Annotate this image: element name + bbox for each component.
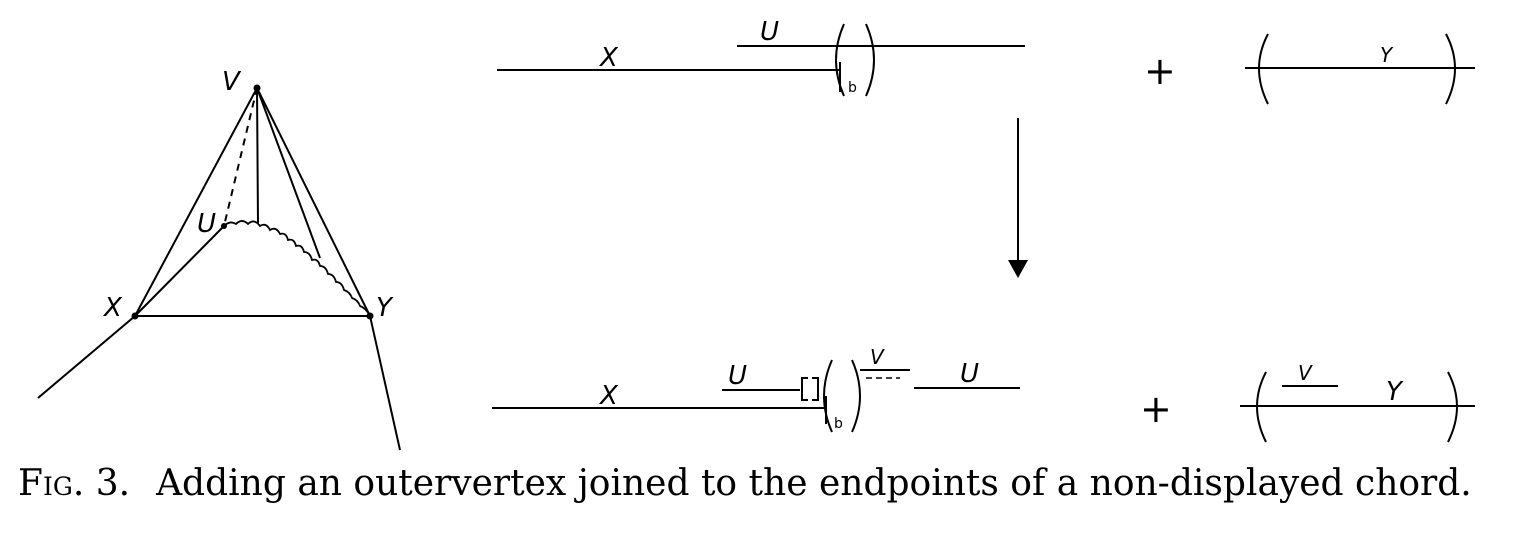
edge-x-outer xyxy=(37,315,136,399)
graph-drawing xyxy=(37,87,401,451)
bottom-right-left-paren xyxy=(1256,371,1267,443)
edge-v-y xyxy=(256,87,371,317)
label-y: Y xyxy=(376,293,394,323)
graph-vertices xyxy=(131,84,374,320)
bottom-v-label: V xyxy=(870,345,885,369)
bottom-u-label: U xyxy=(728,361,747,391)
top-x-label: X xyxy=(598,43,619,73)
bottom-x-label: X xyxy=(598,381,619,411)
caption-text: Adding an outervertex joined to the endp… xyxy=(156,463,1472,504)
bottom-right-y-label: Y xyxy=(1386,377,1404,407)
bottom-right-paren xyxy=(851,359,861,433)
label-x: X xyxy=(102,293,123,323)
vertex-x xyxy=(131,312,139,320)
bottom-left-bracket xyxy=(801,377,808,401)
edge-v-u-dashed xyxy=(223,87,258,227)
bottom-u2-label: U xyxy=(960,359,979,389)
label-v: V xyxy=(222,67,242,97)
edge-v-x xyxy=(134,87,258,317)
top-b-label: b xyxy=(848,80,857,96)
down-arrow xyxy=(1008,118,1028,278)
bottom-left-scheme xyxy=(492,359,1020,433)
top-plus: + xyxy=(1144,49,1176,93)
edge-v-inner xyxy=(256,87,259,225)
top-right-left-paren xyxy=(1258,33,1269,105)
bottom-left-paren xyxy=(823,359,833,433)
caption-label: Fig. 3. xyxy=(18,463,131,504)
edge-y-outer xyxy=(369,315,401,451)
top-u-label: U xyxy=(760,17,779,47)
top-right-paren xyxy=(865,23,875,97)
vertex-v xyxy=(253,84,261,92)
label-u: U xyxy=(197,209,216,239)
top-right-right-paren xyxy=(1445,33,1456,105)
bottom-right-right-paren xyxy=(1447,371,1458,443)
top-right-scheme xyxy=(1245,33,1475,105)
top-left-paren xyxy=(835,23,845,97)
bottom-right-scheme xyxy=(1240,371,1475,443)
edge-v-inner-right xyxy=(256,87,321,259)
top-left-scheme xyxy=(497,23,1025,97)
bottom-plus: + xyxy=(1140,387,1172,431)
bottom-b-label: b xyxy=(834,416,843,432)
top-y-label: Y xyxy=(1380,43,1394,67)
bottom-right-v-label: V xyxy=(1298,361,1313,385)
vertex-u xyxy=(221,223,227,229)
wavy-path-u-y xyxy=(223,220,371,317)
figure-caption: Fig. 3. Adding an outervertex joined to t… xyxy=(18,462,1518,506)
vertex-y xyxy=(366,312,374,320)
bottom-right-bracket xyxy=(812,377,819,401)
figure-diagram: V U X Y X U b + Y X U b V U + xyxy=(37,17,1475,451)
edge-u-x xyxy=(134,225,225,317)
